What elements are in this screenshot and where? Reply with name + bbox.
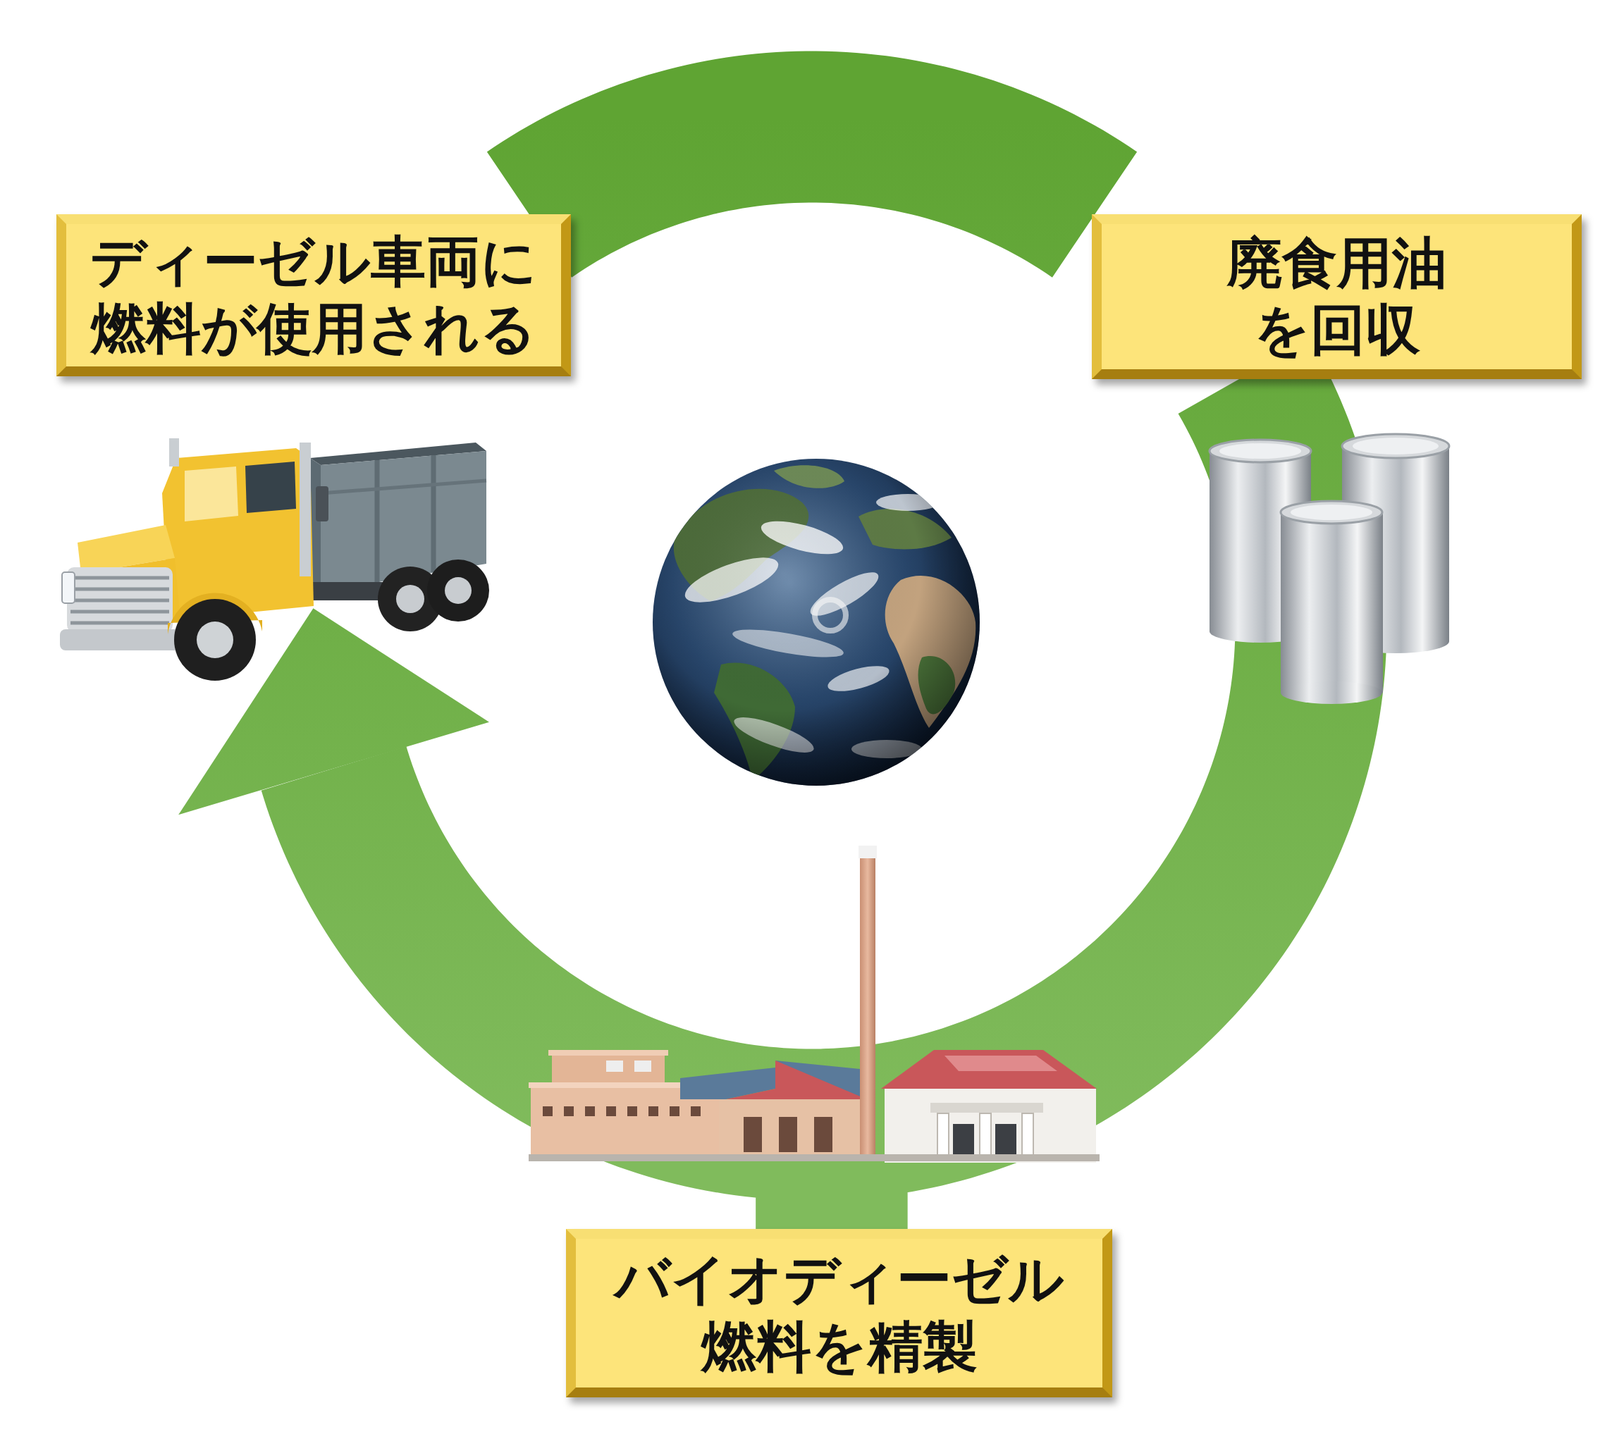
earth-globe bbox=[652, 458, 980, 786]
refinery-factory-part bbox=[944, 1055, 1058, 1072]
dump-truck-part bbox=[320, 480, 487, 494]
dump-truck-part bbox=[315, 486, 329, 522]
dump-truck bbox=[59, 438, 490, 681]
refinery-factory-part bbox=[858, 845, 877, 859]
refinery-factory-part bbox=[952, 1124, 975, 1156]
refinery-factory-part bbox=[528, 1154, 1100, 1162]
refinery-factory-part bbox=[814, 1117, 833, 1153]
refinery-factory-part bbox=[563, 1106, 574, 1117]
refinery-factory-part bbox=[743, 1117, 762, 1153]
refinery-factory-part bbox=[627, 1106, 638, 1117]
refinery-factory-part bbox=[1022, 1113, 1034, 1156]
refinery-factory-part bbox=[718, 1099, 867, 1158]
dump-truck-part bbox=[59, 629, 186, 651]
dump-truck-part bbox=[427, 559, 490, 622]
dump-truck-part bbox=[62, 572, 75, 604]
dump-truck-part bbox=[245, 461, 297, 514]
oil-cans-part bbox=[1290, 504, 1373, 521]
oil-cans bbox=[1209, 434, 1450, 705]
refinery-factory-part bbox=[859, 856, 876, 1156]
refinery-factory-part bbox=[725, 1060, 867, 1100]
dump-truck-part bbox=[70, 599, 170, 603]
refinery-factory-part bbox=[634, 1060, 652, 1073]
refinery-factory-part bbox=[937, 1113, 949, 1156]
oil-cans-part bbox=[1352, 437, 1439, 455]
dump-truck-part bbox=[196, 621, 234, 659]
dump-truck-part bbox=[444, 577, 472, 605]
process-step-box: 廃食用油 を回収 bbox=[1091, 214, 1582, 380]
oil-cans-part bbox=[1219, 443, 1302, 459]
dump-truck-part bbox=[169, 438, 180, 467]
dump-truck-part bbox=[66, 567, 173, 633]
earth-globe-part bbox=[652, 458, 980, 786]
refinery-factory-part bbox=[606, 1106, 617, 1117]
flow-arrowhead bbox=[178, 608, 490, 815]
refinery-factory-part bbox=[778, 1117, 798, 1153]
refinery-factory-part bbox=[930, 1103, 1044, 1113]
refinery-factory-part bbox=[884, 1088, 1097, 1163]
process-step-box: バイオディーゼル 燃料を精製 bbox=[565, 1229, 1113, 1398]
process-step-box: ディーゼル車両に 燃料が使用される bbox=[56, 214, 571, 377]
refinery-factory-part bbox=[690, 1106, 701, 1117]
refinery-factory-part bbox=[548, 1050, 669, 1056]
dump-truck-part bbox=[184, 466, 239, 522]
earth-globe-part bbox=[652, 458, 980, 786]
refinery-factory-part bbox=[979, 1113, 992, 1156]
step-label: バイオディーゼル 燃料を精製 bbox=[599, 1246, 1080, 1381]
refinery-factory-part bbox=[606, 1060, 624, 1073]
oil-cans-part bbox=[1280, 501, 1383, 524]
step-label: ディーゼル車両に 燃料が使用される bbox=[88, 228, 540, 363]
oil-cans-part bbox=[1280, 512, 1383, 693]
refinery-factory-part bbox=[881, 1050, 1097, 1089]
dump-truck-part bbox=[70, 621, 170, 626]
refinery-factory-part bbox=[669, 1106, 680, 1117]
flow-ring-arc bbox=[529, 126, 1095, 215]
refinery-factory-part bbox=[585, 1106, 595, 1117]
dump-truck-part bbox=[431, 455, 437, 573]
dump-truck-part bbox=[374, 460, 380, 583]
dump-truck-part bbox=[70, 610, 170, 614]
oil-cans-part bbox=[1209, 439, 1312, 463]
flow-connector bbox=[529, 126, 1095, 215]
refinery-factory-part bbox=[775, 1060, 867, 1100]
refinery-factory-part bbox=[542, 1106, 553, 1117]
step-label: 廃食用油 を回収 bbox=[1217, 229, 1457, 364]
oil-cans-part bbox=[1280, 681, 1383, 705]
refinery-factory bbox=[528, 845, 1100, 1163]
refinery-factory-part bbox=[648, 1106, 659, 1117]
dump-truck-part bbox=[70, 587, 170, 592]
refinery-factory-part bbox=[995, 1124, 1017, 1156]
oil-cans-part bbox=[1342, 434, 1450, 459]
dump-truck-part bbox=[70, 576, 170, 581]
dump-truck-part bbox=[162, 448, 314, 621]
dump-truck-part bbox=[396, 585, 425, 614]
dump-truck-part bbox=[174, 599, 256, 681]
dump-truck-part bbox=[299, 442, 311, 577]
